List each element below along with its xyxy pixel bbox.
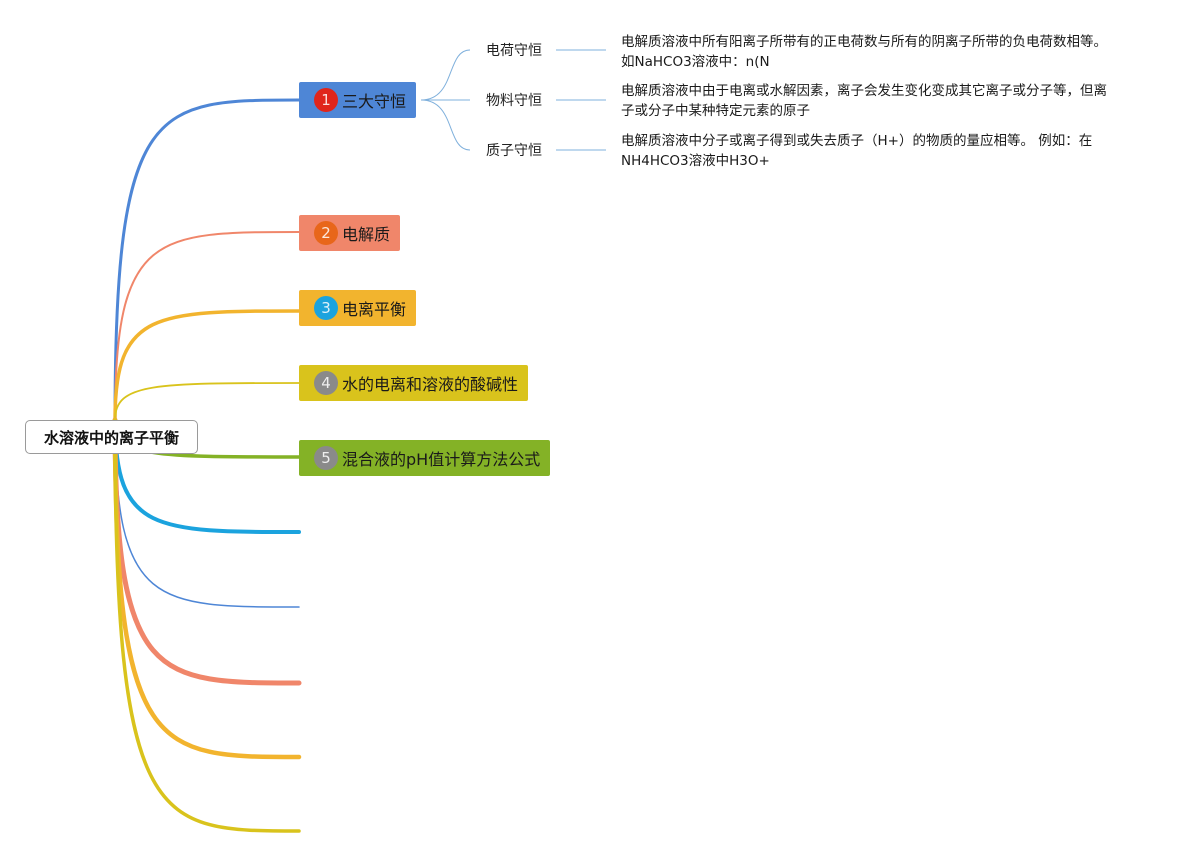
subtopic-material-conservation[interactable]: 物料守恒 [486, 93, 542, 109]
connector-branch-3 [113, 309, 301, 422]
branch-topic-label: 电解质 [342, 225, 391, 244]
branch-topic-1[interactable]: 1 三大守恒 [299, 82, 417, 118]
connector-branch-4 [114, 382, 300, 421]
connector-collapsed-4 [112, 417, 302, 760]
connector-branch-2 [114, 231, 300, 421]
branch-topic-label: 电离平衡 [342, 300, 407, 319]
note-charge-conservation: 电解质溶液中所有阳离子所带有的正电荷数与所有的阴离子所带的负电荷数相等。如NaH… [621, 34, 1107, 70]
branch-topic-label: 混合液的pH值计算方法公式 [342, 450, 541, 469]
note-proton-conservation: 电解质溶液中分子或离子得到或失去质子（H+）的物质的量应相等。 例如：在NH4H… [621, 133, 1093, 169]
root-topic[interactable]: 水溶液中的离子平衡 [25, 420, 198, 454]
connector-subtopic-3 [420, 99, 471, 151]
number-badge-icon: 4 [314, 371, 338, 395]
number-badge-icon: 3 [314, 296, 338, 320]
note-material-conservation: 电解质溶液中由于电离或水解因素，离子会发生变化变成其它离子或分子等，但离子或分子… [621, 83, 1107, 119]
subtopic-proton-conservation[interactable]: 质子守恒 [486, 143, 542, 159]
connector-subtopic-1 [420, 49, 471, 101]
number-badge-icon: 1 [314, 88, 338, 112]
connector-branch-1 [113, 98, 301, 422]
branch-topic-5[interactable]: 5 混合液的pH值计算方法公式 [299, 440, 551, 476]
branch-topic-label: 三大守恒 [342, 92, 407, 111]
connector-collapsed-5 [113, 418, 301, 833]
branch-topic-2[interactable]: 2 电解质 [299, 215, 401, 251]
number-badge-icon: 2 [314, 221, 338, 245]
branch-topic-3[interactable]: 3 电离平衡 [299, 290, 417, 326]
connector-collapsed-3 [112, 417, 302, 686]
branch-topic-label: 水的电离和溶液的酸碱性 [342, 375, 519, 394]
number-badge-icon: 5 [314, 446, 338, 470]
branch-topic-4[interactable]: 4 水的电离和溶液的酸碱性 [299, 365, 529, 401]
subtopic-charge-conservation[interactable]: 电荷守恒 [486, 43, 542, 59]
root-topic-label: 水溶液中的离子平衡 [43, 428, 179, 447]
